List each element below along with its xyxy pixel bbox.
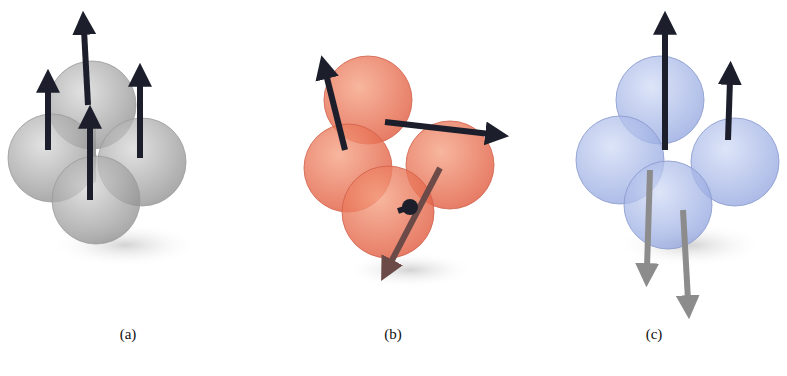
cluster-b [304,56,494,288]
panel-label: (b) [384,326,402,343]
panel-label: (c) [646,326,663,343]
cluster-c [576,30,779,300]
panel-label: (a) [120,326,137,343]
cluster-a [8,30,200,267]
